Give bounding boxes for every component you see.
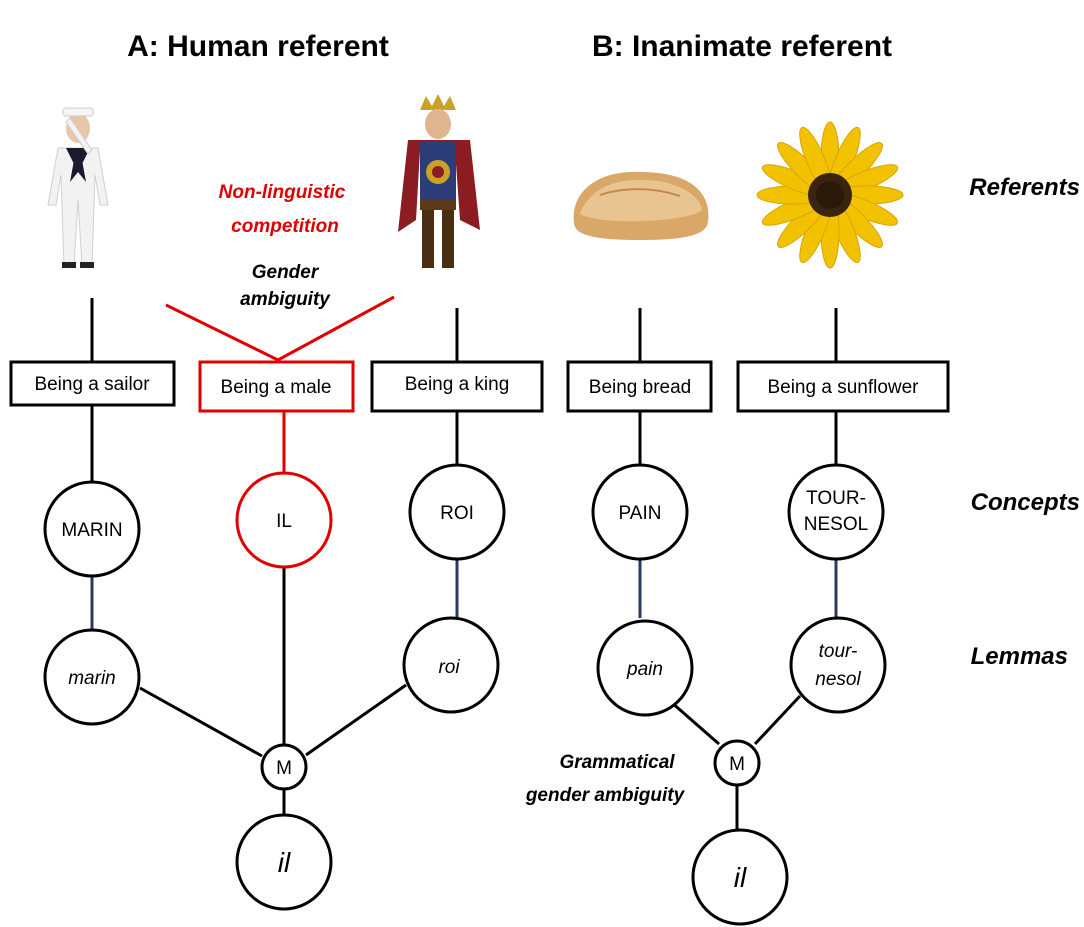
concept-roi-label: ROI xyxy=(440,503,474,524)
connectors-black xyxy=(90,298,838,830)
concept-tournesol xyxy=(787,463,885,561)
box-king-label: Being a king xyxy=(405,374,510,395)
concept-pain xyxy=(591,463,689,561)
gram-ambiguity-line1: Grammatical xyxy=(559,752,675,773)
row-label-referents: Referents xyxy=(969,174,1080,201)
king-image xyxy=(398,94,480,268)
concept-marin xyxy=(43,480,141,578)
concept-il-label: IL xyxy=(276,511,292,532)
gender-node-b xyxy=(713,739,761,787)
box-sailor xyxy=(9,360,176,407)
lemma-roi xyxy=(402,616,500,714)
concept-tournesol-label-1: TOUR- xyxy=(806,488,866,509)
connectors-red xyxy=(165,295,395,475)
box-sunflower-label: Being a sunflower xyxy=(767,377,919,398)
bread-image xyxy=(573,171,709,240)
gender-node-a xyxy=(260,743,308,791)
wordform-a-label: il xyxy=(278,847,291,878)
lemma-marin-label: marin xyxy=(68,668,116,689)
box-male-label: Being a male xyxy=(221,377,332,398)
concept-roi xyxy=(408,463,506,561)
lemma-tournesol xyxy=(789,616,887,714)
lemma-pain xyxy=(596,619,694,717)
nonling-line1: Non-linguistic xyxy=(219,182,346,203)
gender-node-b-label: M xyxy=(729,754,745,775)
gender-ambiguity-line2: ambiguity xyxy=(240,289,331,310)
concept-tournesol-label-2: NESOL xyxy=(804,514,868,535)
box-bread xyxy=(566,360,713,413)
lemma-tournesol-label-2: nesol xyxy=(815,669,861,690)
box-king xyxy=(370,360,544,413)
row-label-lemmas: Lemmas xyxy=(971,643,1068,670)
nonling-line2: competition xyxy=(231,216,339,237)
box-male xyxy=(198,360,355,413)
concept-pain-label: PAIN xyxy=(619,503,662,524)
concept-marin-label: MARIN xyxy=(61,520,122,541)
box-sailor-label: Being a sailor xyxy=(34,374,150,395)
wordform-a xyxy=(235,813,333,911)
sunflower-image xyxy=(756,121,904,269)
connectors-lemma xyxy=(90,559,838,630)
concept-il xyxy=(235,471,333,569)
gender-ambiguity-line1: Gender xyxy=(252,262,320,283)
lemma-pain-label: pain xyxy=(626,659,663,680)
lemma-roi-label: roi xyxy=(438,657,460,678)
box-sunflower xyxy=(736,360,950,413)
panel-b-title: B: Inanimate referent xyxy=(592,30,892,63)
gender-node-a-label: M xyxy=(276,758,292,779)
lemma-tournesol-label-1: tour- xyxy=(819,641,858,662)
sailor-image xyxy=(47,107,109,268)
row-label-concepts: Concepts xyxy=(971,489,1080,516)
gram-ambiguity-line2: gender ambiguity xyxy=(525,785,686,806)
wordform-b-label: il xyxy=(734,862,747,893)
box-bread-label: Being bread xyxy=(589,377,691,398)
lemma-marin xyxy=(43,628,141,726)
panel-a-title: A: Human referent xyxy=(127,30,389,63)
wordform-b xyxy=(691,828,789,926)
